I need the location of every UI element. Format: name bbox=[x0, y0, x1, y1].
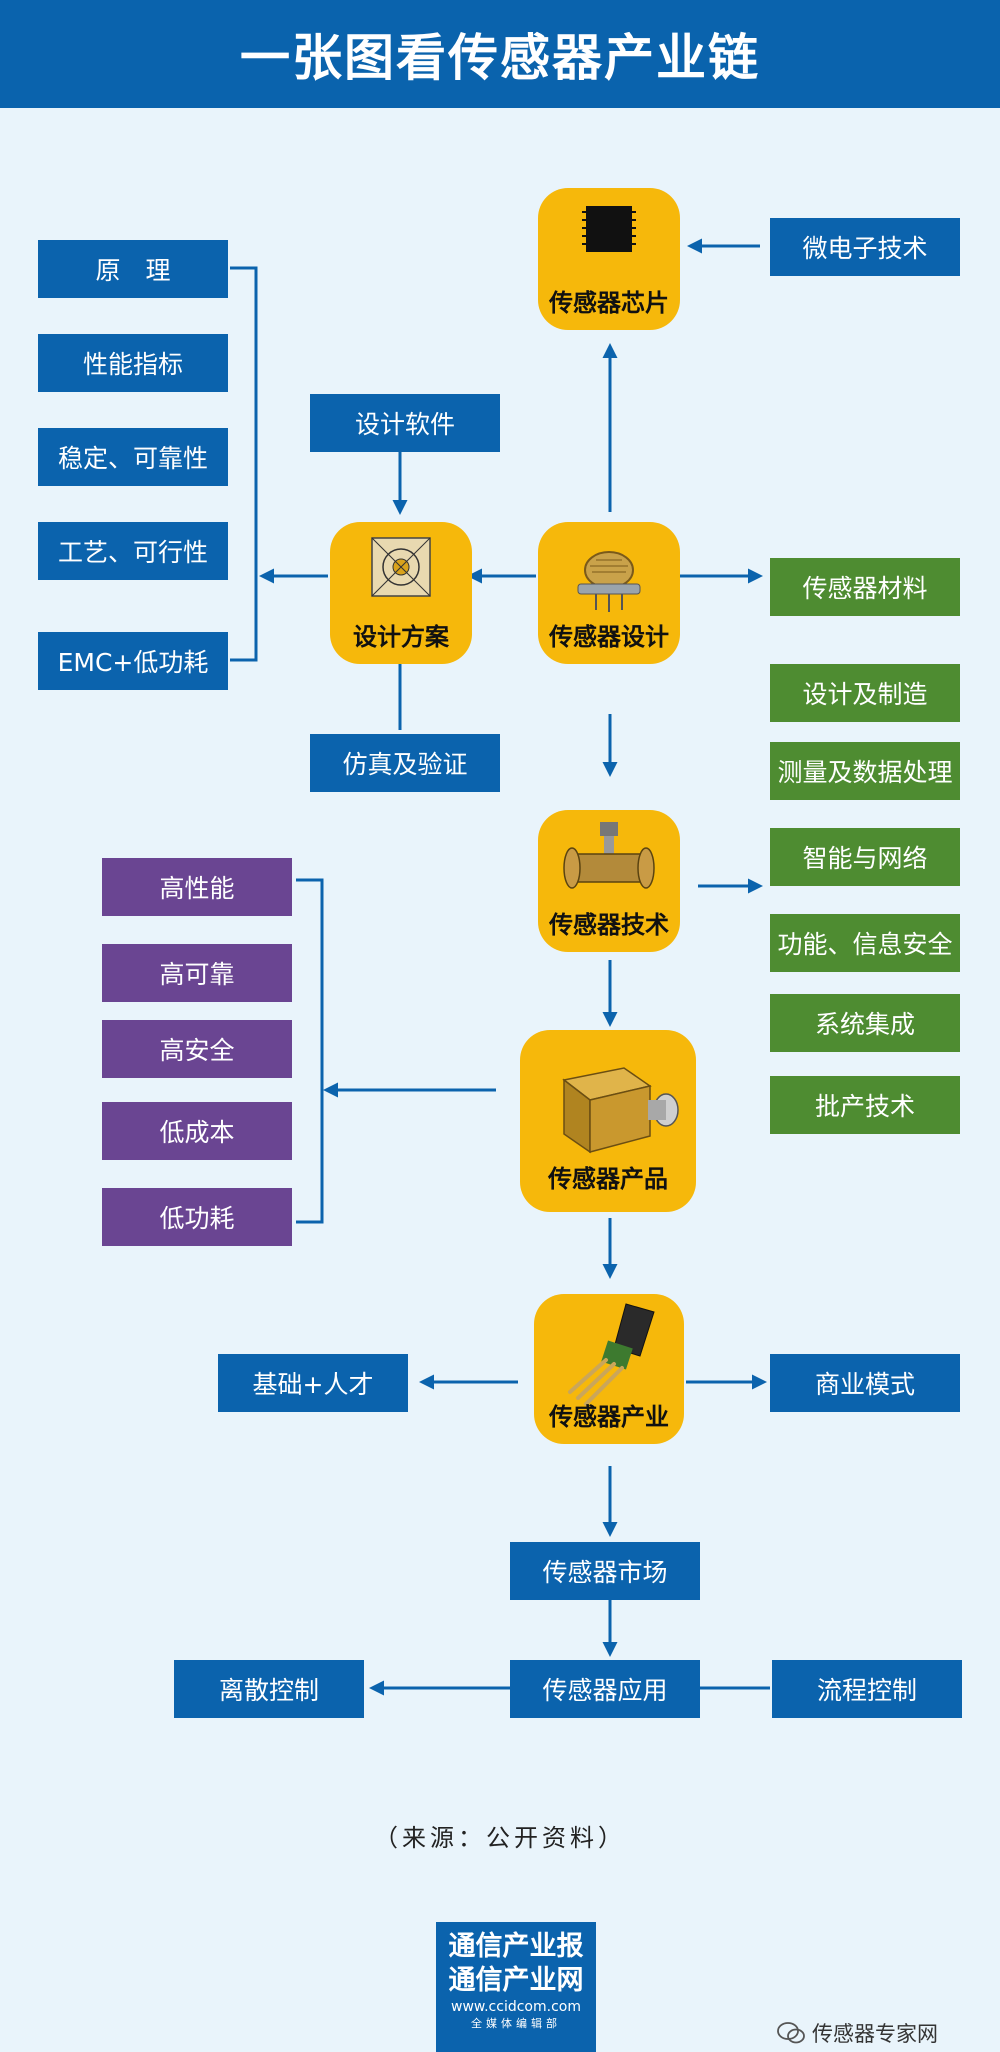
node-label-tech: 传感器技术 bbox=[549, 911, 669, 939]
purple-item-performance: 高性能 bbox=[102, 858, 292, 916]
header-banner: 一张图看传感器产业链 bbox=[0, 0, 1000, 108]
green-item-integration: 系统集成 bbox=[770, 994, 960, 1052]
sensor-probe-icon bbox=[568, 1303, 655, 1406]
wechat-icon bbox=[777, 2022, 805, 2044]
box-business-model: 商业模式 bbox=[770, 1354, 960, 1412]
box-foundation-talent: 基础+人才 bbox=[218, 1354, 408, 1412]
left-blue-item-process: 工艺、可行性 bbox=[38, 522, 228, 580]
box-simulation: 仿真及验证 bbox=[310, 734, 500, 792]
chip-icon bbox=[582, 206, 636, 252]
page-title: 一张图看传感器产业链 bbox=[240, 29, 760, 87]
left-blue-item-stability: 稳定、可靠性 bbox=[38, 428, 228, 486]
logo-line-2: 通信产业网 bbox=[448, 1965, 584, 1996]
node-sensor-tech: 传感器技术 bbox=[538, 810, 680, 952]
node-sensor-design: 传感器设计 bbox=[538, 522, 680, 664]
source-note: （来源：公开资料） bbox=[374, 1824, 626, 1852]
node-label-product: 传感器产品 bbox=[548, 1165, 668, 1193]
box-sensor-application: 传感器应用 bbox=[510, 1660, 700, 1718]
node-sensor-product: 传感器产品 bbox=[520, 1030, 696, 1212]
green-item-security: 功能、信息安全 bbox=[770, 914, 960, 972]
sensor-product-icon bbox=[562, 1067, 679, 1154]
purple-item-safety: 高安全 bbox=[102, 1020, 292, 1078]
purple-item-power: 低功耗 bbox=[102, 1188, 292, 1246]
node-label-design: 传感器设计 bbox=[549, 623, 669, 651]
gas-sensor-icon bbox=[577, 551, 641, 612]
node-sensor-chip: 传感器芯片 bbox=[538, 188, 680, 330]
node-label-chip: 传感器芯片 bbox=[549, 289, 669, 317]
green-item-manufacture: 设计及制造 bbox=[770, 664, 960, 722]
box-discrete-control: 离散控制 bbox=[174, 1660, 364, 1718]
node-sensor-industry: 传感器产业 bbox=[534, 1294, 684, 1444]
bracket-purple bbox=[296, 878, 324, 1224]
flowmeter-icon bbox=[563, 822, 655, 889]
bracket-left-blue bbox=[230, 266, 258, 662]
left-blue-item-performance: 性能指标 bbox=[38, 334, 228, 392]
box-process-control: 流程控制 bbox=[772, 1660, 962, 1718]
left-blue-item-principle: 原 理 bbox=[38, 240, 228, 298]
watermark-text: 传感器专家网 bbox=[812, 2022, 938, 2046]
purple-item-reliable: 高可靠 bbox=[102, 944, 292, 1002]
node-label-industry: 传感器产业 bbox=[549, 1403, 669, 1431]
design-drawing-icon bbox=[371, 537, 431, 597]
wechat-watermark: 传感器专家网 bbox=[776, 2018, 938, 2048]
green-item-material: 传感器材料 bbox=[770, 558, 960, 616]
logo-url: www.ccidcom.com bbox=[451, 1999, 581, 2015]
node-design-plan: 设计方案 bbox=[330, 522, 472, 664]
box-micro-tech: 微电子技术 bbox=[770, 218, 960, 276]
publisher-logo: 通信产业报 通信产业网 www.ccidcom.com 全媒体编辑部 bbox=[436, 1922, 596, 2052]
purple-item-cost: 低成本 bbox=[102, 1102, 292, 1160]
node-label-plan: 设计方案 bbox=[353, 623, 449, 651]
logo-tagline: 全媒体编辑部 bbox=[471, 2017, 561, 2030]
logo-line-1: 通信产业报 bbox=[448, 1931, 584, 1962]
green-item-network: 智能与网络 bbox=[770, 828, 960, 886]
box-sensor-market: 传感器市场 bbox=[510, 1542, 700, 1600]
box-design-software: 设计软件 bbox=[310, 394, 500, 452]
green-item-mass-production: 批产技术 bbox=[770, 1076, 960, 1134]
green-item-measurement: 测量及数据处理 bbox=[770, 742, 960, 800]
left-blue-item-emc: EMC+低功耗 bbox=[38, 632, 228, 690]
